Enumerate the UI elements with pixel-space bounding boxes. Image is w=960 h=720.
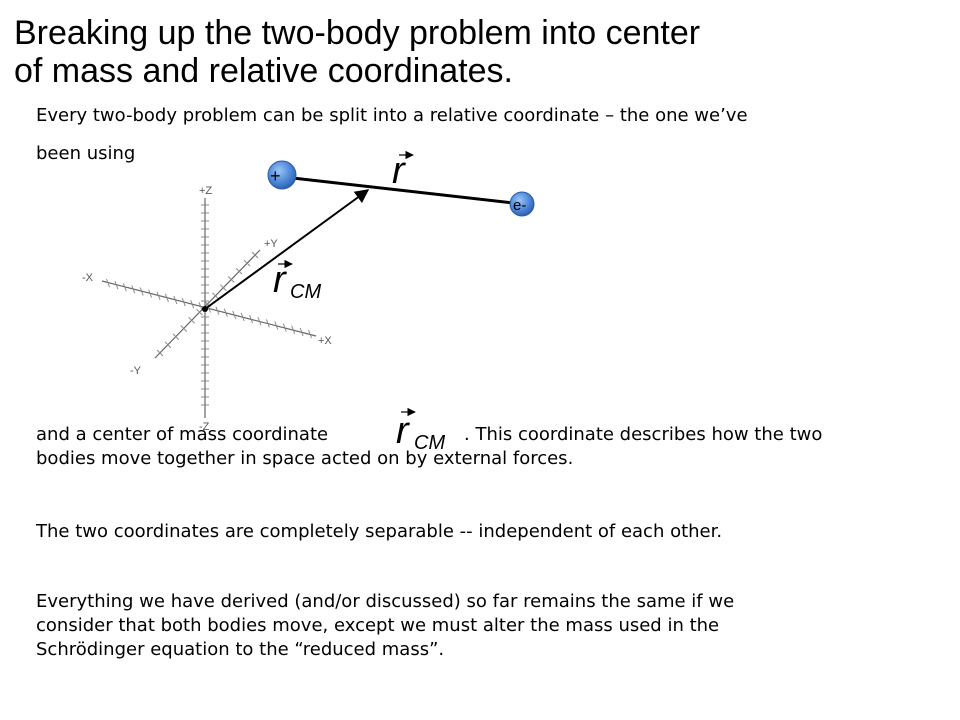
intro-text-line-1: Every two-body problem can be split into… xyxy=(36,105,748,126)
x-axis-tick xyxy=(215,306,220,315)
x-axis-tick xyxy=(139,287,144,296)
x-axis-tick xyxy=(291,325,296,334)
y-axis-tick xyxy=(164,341,172,349)
electron: e- xyxy=(509,191,535,217)
y-axis-tick xyxy=(180,325,188,332)
y-axis-tick xyxy=(156,349,164,357)
center-of-mass-paragraph-line-2: bodies move together in space acted on b… xyxy=(36,448,574,469)
x-axis-tick xyxy=(106,278,110,288)
y-axis-tick xyxy=(251,251,259,259)
y-axis-tick xyxy=(235,267,243,275)
center-of-mass-paragraph-line-1: and a center of mass coordinate . This c… xyxy=(36,423,822,447)
rcm-vector-symbol-subscript: CM xyxy=(290,281,321,303)
x-axis-tick xyxy=(114,280,119,290)
x-axis-tick xyxy=(265,319,270,328)
origin-dot xyxy=(202,306,208,312)
y-axis-tick xyxy=(172,333,180,341)
x-axis-tick xyxy=(240,312,245,322)
center-of-mass-text-start: and a center of mass coordinate xyxy=(36,424,329,445)
slide-title-line-2: of mass and relative coordinates. xyxy=(14,52,513,90)
y-axis-tick xyxy=(188,316,196,324)
axis-label-minus-x: -X xyxy=(82,272,94,284)
x-axis-tick xyxy=(156,291,161,300)
x-axis-tick xyxy=(181,297,186,307)
reduced-mass-paragraph: Everything we have derived (and/or discu… xyxy=(36,590,734,662)
electron-label: e- xyxy=(513,197,526,214)
separable-paragraph: The two coordinates are completely separ… xyxy=(36,521,723,542)
y-axis-tick xyxy=(227,276,235,283)
rcm-vector-symbol-letter: r xyxy=(273,259,287,301)
axis-label-plus-y: +Y xyxy=(264,238,278,250)
slide-title: Breaking up the two-body problem into ce… xyxy=(14,14,944,90)
electron-ball xyxy=(509,191,535,217)
y-axis-tick xyxy=(243,259,251,267)
axes xyxy=(101,198,317,418)
axis-label-plus-x: +X xyxy=(318,335,332,347)
y-axis-tick xyxy=(219,284,227,292)
x-axis-tick xyxy=(232,310,237,320)
proton: + xyxy=(267,160,297,190)
proton-label: + xyxy=(270,166,281,186)
x-axis-tick xyxy=(282,323,287,332)
reduced-mass-paragraph-line-1: Everything we have derived (and/or discu… xyxy=(36,591,735,612)
axis-label-minus-y: -Y xyxy=(130,365,142,377)
x-axis-ticks xyxy=(106,278,312,339)
y-axis-tick xyxy=(212,292,219,300)
rcm-vector-symbol: r CM xyxy=(273,259,321,303)
x-axis-tick xyxy=(122,283,127,292)
proton-ball xyxy=(267,160,297,190)
x-axis-tick xyxy=(173,295,178,305)
axis-label-plus-z: +Z xyxy=(199,185,212,197)
z-axis-ticks xyxy=(201,204,209,406)
reduced-mass-paragraph-line-3: Schrödinger equation to the “reduced mas… xyxy=(36,639,445,660)
x-axis-tick xyxy=(207,304,211,313)
y-axis xyxy=(154,249,261,359)
r-vector-symbol-letter: r xyxy=(392,150,406,192)
x-axis xyxy=(101,280,317,337)
y-axis-tick xyxy=(196,308,203,316)
y-axis-ticks xyxy=(156,251,259,357)
x-axis-tick xyxy=(299,327,304,337)
slide-title-line-1: Breaking up the two-body problem into ce… xyxy=(14,14,701,52)
x-axis-tick xyxy=(131,285,136,294)
r-vector-symbol: r xyxy=(392,150,414,192)
reduced-mass-paragraph-line-2: consider that both bodies move, except w… xyxy=(36,615,720,636)
intro-text-line-2: been using xyxy=(36,143,136,164)
center-of-mass-text-end: . This coordinate describes how the two xyxy=(464,424,823,445)
x-axis-tick xyxy=(190,300,195,309)
x-axis-tick xyxy=(223,308,228,317)
x-axis-tick xyxy=(257,317,262,326)
x-axis-tick xyxy=(148,289,153,298)
center-of-mass-paragraph: and a center of mass coordinate . This c… xyxy=(36,423,822,471)
x-axis-tick xyxy=(164,293,169,303)
r-vector-line xyxy=(274,174,523,206)
x-axis-tick xyxy=(249,314,254,324)
x-axis-tick xyxy=(274,321,279,330)
y-axis-tick xyxy=(204,300,211,308)
x-axis-tick xyxy=(198,302,203,311)
rcm-vector-arrow xyxy=(204,189,370,310)
x-axis-tick xyxy=(308,329,312,339)
